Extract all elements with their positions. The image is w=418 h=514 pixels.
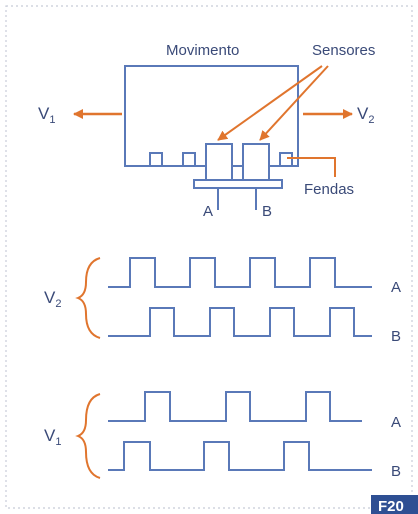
group-v1-subscript: 1 [55, 436, 61, 448]
velocity-left-symbol: V [38, 104, 50, 123]
group-v2-symbol: V [44, 288, 56, 307]
waveform-v2-b [108, 307, 372, 337]
sensor-base [193, 179, 283, 189]
slots-label: Fendas [304, 181, 354, 198]
sensor-a [205, 143, 233, 181]
waveform-group-v2: V2 A B [44, 257, 401, 345]
slot-row [125, 152, 298, 167]
waveform-v2-a [108, 257, 372, 288]
figure-tag-bg [371, 495, 418, 514]
output-a-label: A [203, 203, 213, 220]
group-v2-label: V2 [44, 288, 61, 310]
brace-v1 [75, 393, 101, 479]
waveform-v1-a-label: A [391, 414, 401, 431]
sensors-arrow-b [259, 65, 329, 141]
output-b-label: B [262, 203, 272, 220]
group-v1-symbol: V [44, 426, 56, 445]
mechanism: Movimento Sensores Fendas V1 V2 A B [38, 42, 375, 220]
group-v2-subscript: 2 [55, 298, 61, 310]
waveform-v2-b-label: B [391, 328, 401, 345]
movement-label: Movimento [166, 42, 239, 59]
slots-pointer [287, 157, 336, 177]
velocity-left-label: V1 [38, 104, 55, 126]
figure-tag-label: F20 [378, 498, 404, 514]
sensors-arrow-a [217, 65, 323, 141]
velocity-right-label: V2 [357, 104, 374, 126]
waveform-v1-b-label: B [391, 463, 401, 480]
velocity-right-symbol: V [357, 104, 369, 123]
brace-v2 [75, 257, 101, 339]
sensor-b [242, 143, 270, 181]
figure-tag: F20 [371, 495, 418, 514]
velocity-right-subscript: 2 [368, 114, 374, 126]
frame-border [5, 5, 413, 509]
group-v1-label: V1 [44, 426, 61, 448]
waveform-v1-b [108, 441, 372, 471]
waveform-v1-a [108, 391, 362, 422]
waveform-v2-a-label: A [391, 279, 401, 296]
velocity-left-subscript: 1 [49, 114, 55, 126]
sensors-label: Sensores [312, 42, 375, 59]
waveform-group-v1: V1 A B [44, 391, 401, 480]
